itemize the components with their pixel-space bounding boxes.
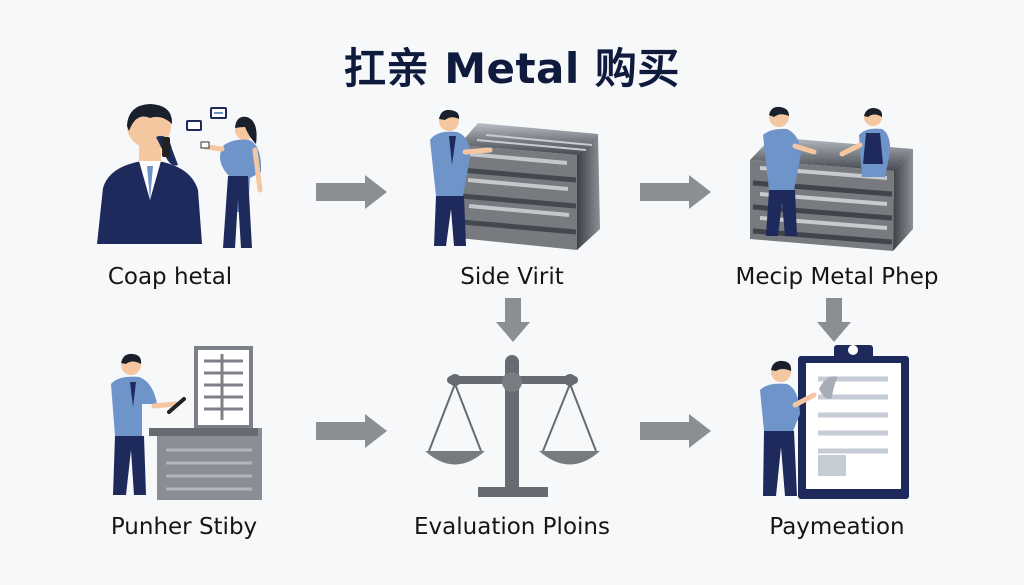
- desk-icon: [149, 428, 262, 500]
- arrow-right-icon: [316, 414, 387, 448]
- step-label: Coap hetal: [107, 264, 233, 290]
- arrow-down-icon: [817, 298, 851, 342]
- step-label: Mecip Metal Phep: [735, 264, 939, 290]
- step-label: Evaluation Ploins: [414, 514, 610, 540]
- step-label: Paymeation: [769, 514, 905, 540]
- step-label: Punher Stiby: [110, 514, 258, 540]
- phone-call-scene-icon: [97, 104, 263, 248]
- payment-clipboard-icon: [760, 345, 909, 499]
- inspector-figure: [430, 109, 493, 246]
- chat-icon: [186, 120, 202, 131]
- metal-stack-inspection-icon: [430, 109, 600, 250]
- arrow-right-icon: [640, 414, 711, 448]
- flow-arrows: [316, 175, 851, 448]
- businessman-figure: [97, 104, 202, 244]
- clerk-figure: [111, 353, 186, 495]
- page-title: 扛亲 Metal 购买: [344, 44, 680, 93]
- clipboard-icon: [798, 345, 909, 499]
- document-board-icon: [194, 346, 253, 429]
- metal-stack-icon: [459, 123, 600, 250]
- worker-left-figure: [763, 106, 817, 236]
- payer-figure: [760, 360, 817, 496]
- arrow-right-icon: [316, 175, 387, 209]
- arrow-down-icon: [496, 298, 530, 342]
- woman-figure: [200, 116, 263, 248]
- balance-scale-icon: [425, 355, 600, 497]
- step-label: Side Virit: [460, 264, 564, 290]
- metal-workers-icon: [750, 106, 913, 251]
- worker-right-figure: [839, 108, 891, 177]
- office-desk-icon: [111, 346, 262, 500]
- arrow-right-icon: [640, 175, 711, 209]
